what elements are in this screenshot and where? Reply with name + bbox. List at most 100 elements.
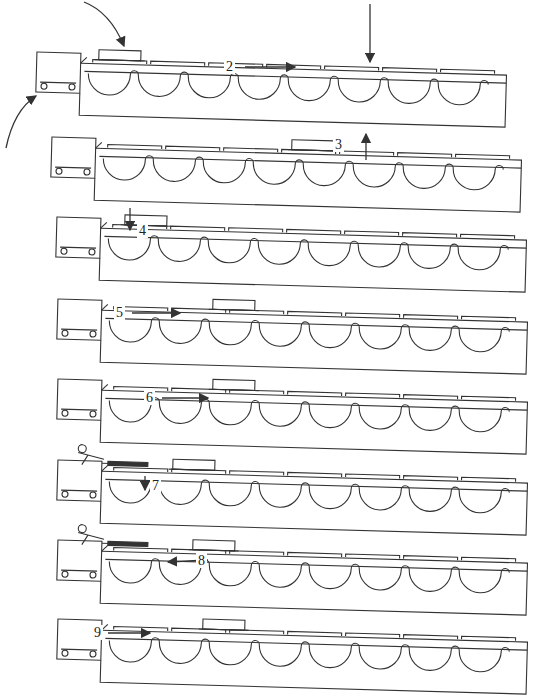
gate xyxy=(101,222,107,228)
carriage-base xyxy=(189,550,239,551)
tank-outline xyxy=(100,310,527,374)
tank-inner-top xyxy=(105,559,527,571)
tank-panel xyxy=(56,295,528,374)
motion-arrow xyxy=(108,632,150,633)
tank-outline xyxy=(100,471,527,535)
carriage xyxy=(173,459,215,470)
callout-number: 6 xyxy=(144,390,155,405)
operator-head xyxy=(78,525,86,533)
motion-arrow xyxy=(245,66,295,67)
wheel xyxy=(56,168,62,174)
carriage xyxy=(213,379,255,390)
deck-plate xyxy=(346,313,400,318)
box-floor xyxy=(61,490,97,491)
wheel xyxy=(90,651,96,657)
carriage-base xyxy=(209,309,259,310)
box-floor xyxy=(61,329,97,330)
deck-plate xyxy=(288,391,342,396)
box-floor xyxy=(61,649,97,650)
deck-plate xyxy=(166,146,220,151)
deck-plate xyxy=(462,316,516,321)
deck-plate xyxy=(108,145,162,150)
deck-plate xyxy=(114,548,168,553)
deck-plate xyxy=(462,396,516,401)
callout-number: 2 xyxy=(224,59,235,74)
deck-plate xyxy=(93,60,147,65)
tank-panel xyxy=(56,524,528,615)
tank-inner-top xyxy=(84,71,506,83)
motion-arrow xyxy=(162,397,208,398)
drive-box xyxy=(56,217,101,258)
tank-inner-top xyxy=(105,638,527,650)
deck-plate xyxy=(172,308,226,313)
wheel xyxy=(61,248,67,254)
wheel xyxy=(90,411,96,417)
drive-box xyxy=(57,299,102,340)
wheel xyxy=(62,410,68,416)
tank-inner-top xyxy=(105,479,527,491)
deck-plate xyxy=(462,557,516,562)
deck-plate xyxy=(288,311,342,316)
deck-plate xyxy=(403,233,457,238)
deck-plate xyxy=(345,231,399,236)
carriage xyxy=(203,619,245,630)
drive-box xyxy=(57,460,102,501)
deck-plate xyxy=(346,393,400,398)
gate xyxy=(102,384,108,390)
deck-plate xyxy=(404,556,458,561)
deck-plate xyxy=(171,226,225,231)
wheel xyxy=(69,84,75,90)
wheel xyxy=(89,249,95,255)
callout-number: 5 xyxy=(114,305,125,320)
deck-plate xyxy=(287,229,341,234)
carriage xyxy=(213,299,255,310)
deck-plate xyxy=(456,154,510,159)
wheel xyxy=(62,330,68,336)
trough-wave xyxy=(109,477,510,513)
tank-outline xyxy=(94,148,521,212)
carriage-base xyxy=(95,60,145,61)
operator-head xyxy=(78,445,86,453)
deck-plate xyxy=(172,388,226,393)
wheel xyxy=(62,491,68,497)
tank-inner-top xyxy=(99,156,521,168)
gate xyxy=(96,142,102,148)
gate xyxy=(102,545,108,551)
tank-inner-top xyxy=(104,236,526,248)
tank-panels xyxy=(35,48,528,694)
motion-arrow xyxy=(6,96,36,148)
wheel xyxy=(90,331,96,337)
deck-plate xyxy=(229,228,283,233)
deck-plate xyxy=(462,477,516,482)
box-floor xyxy=(40,82,76,83)
carriage-base xyxy=(288,150,338,151)
deck-plate xyxy=(172,628,226,633)
motion-arrow xyxy=(144,476,145,490)
box-floor xyxy=(55,167,91,168)
deck-plate xyxy=(114,468,168,473)
deck-plate xyxy=(114,387,168,392)
wheel xyxy=(90,572,96,578)
motion-arrow xyxy=(129,208,130,230)
carriage xyxy=(292,140,334,151)
gate xyxy=(81,57,87,63)
trough-wave xyxy=(108,234,509,270)
gate xyxy=(102,465,108,471)
drive-box xyxy=(57,379,102,420)
tank-inner-top xyxy=(105,398,527,410)
callout-number: 3 xyxy=(333,137,344,152)
callout-number: 9 xyxy=(92,625,103,640)
box-floor xyxy=(61,409,97,410)
deck-plate xyxy=(325,66,379,71)
motion-arrow xyxy=(132,312,180,313)
tank-outline xyxy=(100,551,527,615)
wheel xyxy=(62,571,68,577)
trough-wave xyxy=(103,154,504,190)
tank-outline xyxy=(79,63,506,127)
tank-panel xyxy=(56,444,528,535)
deck-plate xyxy=(224,148,278,153)
deck-plate xyxy=(441,69,495,74)
drive-box xyxy=(36,52,81,93)
